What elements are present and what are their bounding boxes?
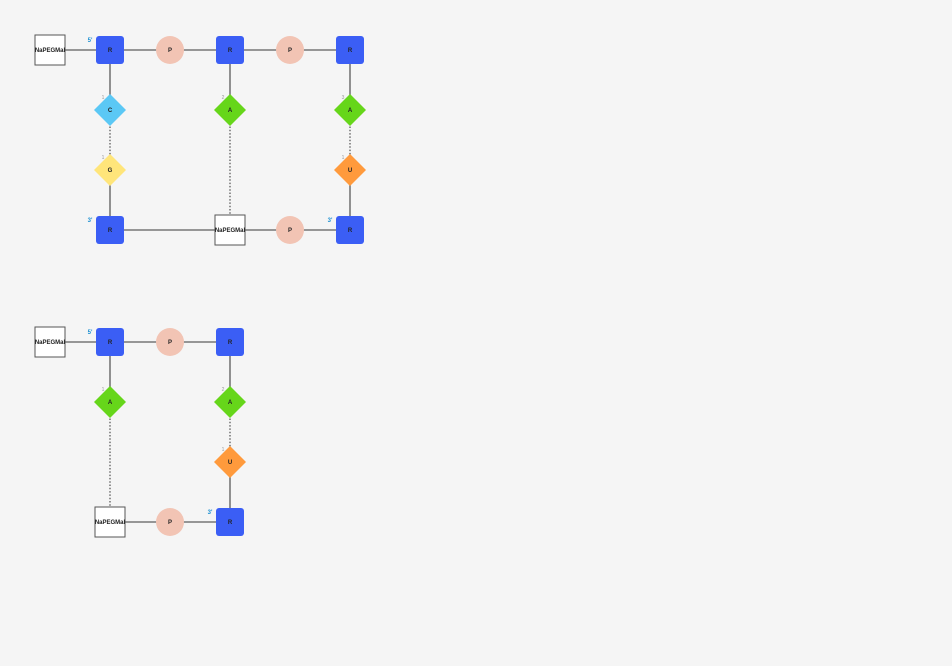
strand-end-label: 3'	[208, 510, 213, 516]
strand-end-label: 3'	[88, 218, 93, 224]
base-index-label: 1	[102, 155, 105, 161]
node-label: NaPEGMal	[95, 520, 126, 526]
base-index-label: 2	[222, 387, 225, 393]
base-shape	[94, 154, 126, 186]
node-label: C	[108, 108, 113, 114]
sugar-node-s3[interactable]: R	[336, 36, 364, 64]
sugar-node-s5[interactable]: R 3'	[328, 216, 364, 244]
strand-end-label: 5'	[88, 38, 93, 44]
edges	[50, 49, 351, 231]
node-label: P	[168, 520, 172, 526]
strand-end-label: 3'	[328, 218, 333, 224]
base-node-b2[interactable]: A2	[214, 94, 246, 126]
modifier-node-m1[interactable]: NaPEGMal	[34, 34, 66, 66]
base-index-label: 1	[102, 387, 105, 393]
base-shape	[214, 446, 246, 478]
node-label: R	[228, 340, 233, 346]
node-label: U	[348, 168, 352, 174]
sugar-shape	[336, 216, 364, 244]
base-index-label: 2	[222, 95, 225, 101]
sugar-shape	[216, 36, 244, 64]
modifier-shape	[214, 214, 246, 246]
node-label: NaPEGMal	[215, 228, 246, 234]
modifier-shape	[34, 34, 66, 66]
node-label: R	[108, 228, 113, 234]
base-shape	[214, 386, 246, 418]
node-label: R	[108, 340, 113, 346]
node-label: R	[348, 48, 353, 54]
node-label: NaPEGMal	[35, 340, 66, 346]
sugar-shape	[96, 216, 124, 244]
node-label: A	[228, 108, 233, 114]
base-node-b2[interactable]: A2	[214, 386, 246, 418]
phosphate-node-p1[interactable]: P	[156, 328, 184, 356]
sugar-shape	[96, 36, 124, 64]
node-label: U	[228, 460, 232, 466]
sugar-node-s3[interactable]: R 3'	[208, 508, 244, 536]
node-label: P	[288, 228, 292, 234]
phosphate-node-p2[interactable]: P	[156, 508, 184, 536]
base-shape	[94, 94, 126, 126]
base-node-b5[interactable]: U1	[334, 154, 366, 186]
edges	[50, 341, 231, 523]
node-label: A	[108, 400, 113, 406]
node-label: R	[228, 520, 233, 526]
node-label: R	[108, 48, 113, 54]
phosphate-shape	[156, 36, 184, 64]
modifier-node-m2[interactable]: NaPEGMal	[94, 506, 126, 538]
modifier-node-m2[interactable]: NaPEGMal	[214, 214, 246, 246]
sugar-shape	[96, 328, 124, 356]
base-index-label: 1	[102, 95, 105, 101]
phosphate-shape	[156, 328, 184, 356]
base-shape	[214, 94, 246, 126]
modifier-shape	[94, 506, 126, 538]
base-node-b3[interactable]: A3	[334, 94, 366, 126]
sugar-node-s1[interactable]: R 5'	[88, 36, 124, 64]
sugar-shape	[216, 508, 244, 536]
modifier-shape	[34, 326, 66, 358]
base-shape	[334, 94, 366, 126]
sugar-shape	[336, 36, 364, 64]
base-index-label: 1	[222, 447, 225, 453]
base-shape	[334, 154, 366, 186]
sugar-node-s2[interactable]: R	[216, 328, 244, 356]
modifier-node-m1[interactable]: NaPEGMal	[34, 326, 66, 358]
phosphate-node-p3[interactable]: P	[276, 216, 304, 244]
node-label: P	[168, 48, 172, 54]
node-label: R	[228, 48, 233, 54]
sugar-shape	[216, 328, 244, 356]
node-label: P	[168, 340, 172, 346]
node-label: R	[348, 228, 353, 234]
sugar-node-s4[interactable]: R 3'	[88, 216, 124, 244]
base-node-b1[interactable]: C1	[94, 94, 126, 126]
base-index-label: 3	[342, 95, 345, 101]
node-label: A	[348, 108, 353, 114]
phosphate-node-p1[interactable]: P	[156, 36, 184, 64]
base-node-b4[interactable]: G1	[94, 154, 126, 186]
base-node-b1[interactable]: A1	[94, 386, 126, 418]
base-node-b3[interactable]: U1	[214, 446, 246, 478]
node-label: A	[228, 400, 233, 406]
node-label: P	[288, 48, 292, 54]
phosphate-shape	[276, 36, 304, 64]
base-index-label: 1	[342, 155, 345, 161]
phosphate-node-p2[interactable]: P	[276, 36, 304, 64]
node-label: NaPEGMal	[35, 48, 66, 54]
sugar-node-s2[interactable]: R	[216, 36, 244, 64]
base-shape	[94, 386, 126, 418]
strand-end-label: 5'	[88, 330, 93, 336]
sugar-node-s1[interactable]: R 5'	[88, 328, 124, 356]
node-label: G	[108, 168, 113, 174]
phosphate-shape	[156, 508, 184, 536]
phosphate-shape	[276, 216, 304, 244]
